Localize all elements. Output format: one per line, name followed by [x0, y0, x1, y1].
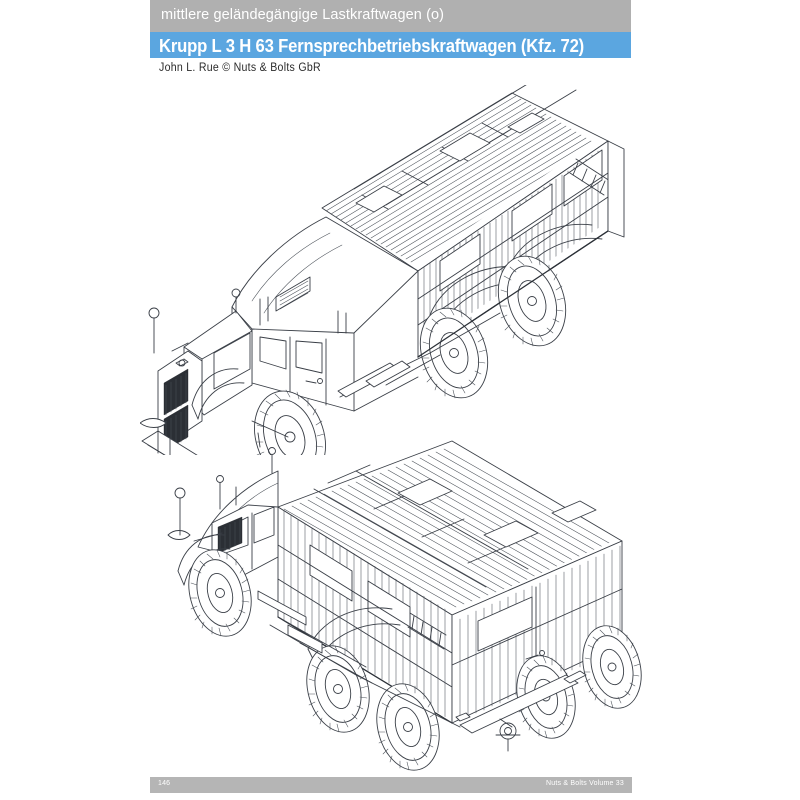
category-banner: mittlere geländegängige Lastkraftwagen (…: [150, 0, 631, 32]
page-footer: 146 Nuts & Bolts Volume 33: [150, 777, 632, 793]
publication-label: Nuts & Bolts Volume 33: [546, 780, 624, 787]
truck-illustration-rear-quarter: [160, 435, 670, 780]
category-label: mittlere geländegängige Lastkraftwagen (…: [161, 7, 445, 23]
page-number: 146: [158, 780, 171, 787]
page-title: Krupp L 3 H 63 Fernsprechbetriebskraftwa…: [159, 35, 585, 56]
title-banner: Krupp L 3 H 63 Fernsprechbetriebskraftwa…: [150, 32, 631, 58]
truck-illustration-front-quarter: [140, 85, 660, 455]
byline-credit: John L. Rue © Nuts & Bolts GbR: [159, 62, 321, 74]
